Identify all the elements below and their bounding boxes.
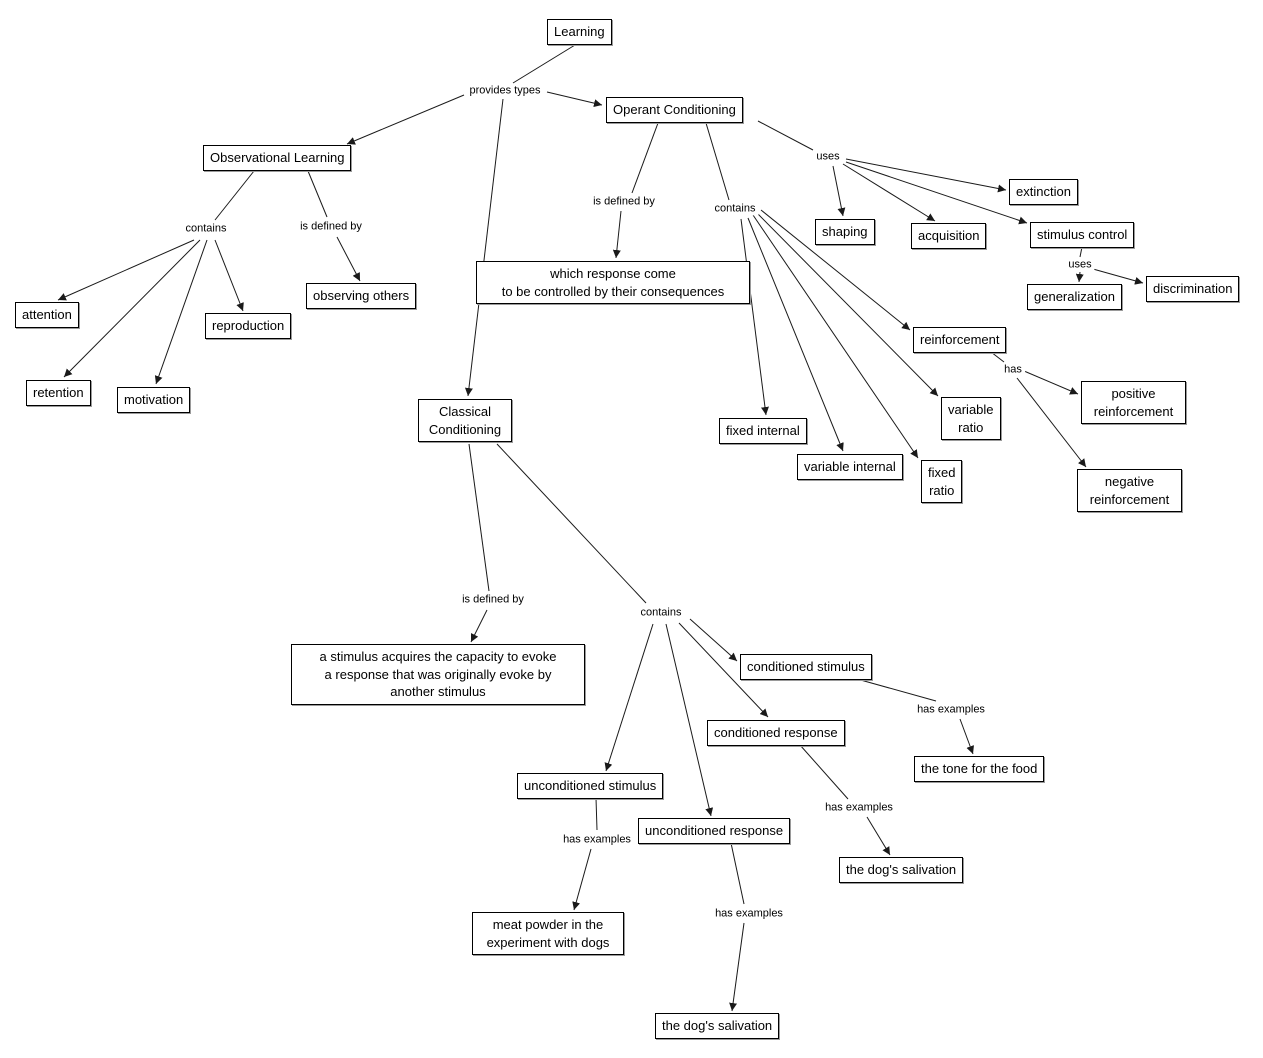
link-label-ur-has-examples[interactable]: has examples (712, 907, 786, 921)
edge-line (799, 744, 849, 800)
node-conditioned-stimulus[interactable]: conditioned stimulus (740, 654, 872, 680)
node-acquisition[interactable]: acquisition (911, 223, 987, 249)
edge-line (842, 163, 936, 222)
link-label-sc-uses[interactable]: uses (1065, 258, 1095, 272)
edge-line (990, 351, 1005, 363)
node-operant-definition[interactable]: which response come to be controlled by … (476, 261, 750, 305)
edge-line (665, 623, 714, 817)
edge-line (740, 218, 769, 416)
node-attention[interactable]: attention (15, 302, 79, 328)
link-label-cr-has-examples[interactable]: has examples (822, 801, 896, 815)
node-variable-ratio[interactable]: variable ratio (941, 397, 1001, 441)
node-operant-conditioning[interactable]: Operant Conditioning (606, 97, 743, 123)
node-observational-learning[interactable]: Observational Learning (203, 145, 352, 171)
node-stimulus-control[interactable]: stimulus control (1030, 222, 1135, 248)
edge-line (866, 816, 891, 856)
node-positive-reinforcement[interactable]: positive reinforcement (1081, 381, 1186, 425)
node-conditioned-response[interactable]: conditioned response (707, 720, 845, 746)
edge-line (747, 217, 844, 452)
edge-line (468, 443, 490, 592)
edge-line (752, 214, 919, 459)
edge-line (856, 678, 937, 702)
edge-line (845, 161, 1028, 225)
node-extinction[interactable]: extinction (1009, 179, 1078, 205)
node-variable-internal[interactable]: variable internal (797, 454, 903, 480)
edge-line (57, 239, 195, 301)
node-classical-definition[interactable]: a stimulus acquires the capacity to evok… (291, 644, 585, 705)
edge-line (612, 210, 622, 259)
edge-line (546, 91, 603, 108)
edge-line (512, 44, 576, 84)
link-label-cc-contains[interactable]: contains (637, 606, 685, 620)
edge-line (336, 236, 361, 282)
link-label-oc-contains[interactable]: contains (711, 202, 759, 216)
node-discrimination[interactable]: discrimination (1146, 276, 1240, 302)
link-label-provides-types[interactable]: provides types (466, 84, 544, 98)
link-label-ol-is-defined-by[interactable]: is defined by (297, 220, 365, 234)
edge-line (346, 94, 465, 145)
edge-line (572, 848, 592, 911)
node-reproduction[interactable]: reproduction (205, 313, 292, 339)
edge-line (845, 158, 1007, 193)
node-meat-powder[interactable]: meat powder in the experiment with dogs (472, 912, 624, 956)
node-shaping[interactable]: shaping (815, 219, 875, 245)
node-retention[interactable]: retention (26, 380, 91, 406)
node-observing-others[interactable]: observing others (306, 283, 417, 309)
edge-line (1092, 268, 1144, 285)
node-unconditioned-stimulus[interactable]: unconditioned stimulus (517, 773, 664, 799)
link-label-us-has-examples[interactable]: has examples (560, 833, 634, 847)
edge-line (154, 239, 208, 385)
edge-line (307, 170, 328, 218)
edges-from-stimulus-control (1075, 246, 1144, 285)
edge-line (214, 239, 244, 312)
node-negative-reinforcement[interactable]: negative reinforcement (1077, 469, 1182, 513)
node-generalization[interactable]: generalization (1027, 284, 1122, 310)
node-fixed-internal[interactable]: fixed internal (719, 418, 807, 444)
edge-line (1075, 271, 1084, 283)
edge-line (1023, 370, 1079, 395)
edge-line (757, 120, 814, 151)
edge-line (470, 609, 488, 643)
edge-line (729, 922, 745, 1012)
edge-line (496, 443, 647, 604)
node-dogs-salivation-ur[interactable]: the dog's salivation (655, 1013, 780, 1039)
edge-line (1079, 246, 1083, 258)
edges-from-operant-conditioning (612, 120, 1028, 459)
edge-line (756, 212, 939, 397)
node-learning[interactable]: Learning (547, 19, 612, 45)
link-label-cs-has-examples[interactable]: has examples (914, 703, 988, 717)
edge-line (464, 98, 504, 397)
edge-line (214, 170, 255, 221)
edge-line (760, 209, 911, 331)
node-tone-for-food[interactable]: the tone for the food (914, 756, 1045, 782)
edge-line (705, 122, 730, 201)
edge-line (959, 718, 974, 755)
edges-examples (572, 678, 974, 1012)
edges-from-classical-conditioning (468, 443, 769, 817)
edge-line (604, 623, 654, 772)
link-label-oc-uses[interactable]: uses (813, 150, 843, 164)
link-label-reinforcement-has[interactable]: has (1001, 363, 1025, 377)
edges-from-observational-learning (57, 170, 361, 385)
edge-line (689, 618, 738, 662)
node-classical-conditioning[interactable]: Classical Conditioning (418, 399, 512, 443)
node-dogs-salivation-cr[interactable]: the dog's salivation (839, 857, 964, 883)
link-label-oc-is-defined-by[interactable]: is defined by (590, 195, 658, 209)
edge-line (678, 622, 769, 718)
edge-line (63, 239, 201, 378)
node-reinforcement[interactable]: reinforcement (913, 327, 1007, 353)
edges-from-reinforcement (990, 351, 1087, 468)
node-unconditioned-response[interactable]: unconditioned response (638, 818, 791, 844)
edge-line (730, 842, 745, 905)
node-motivation[interactable]: motivation (117, 387, 191, 413)
edge-line (595, 797, 598, 831)
link-label-ol-contains[interactable]: contains (182, 222, 230, 236)
edge-line (1016, 377, 1087, 468)
edges-from-learning (346, 44, 603, 397)
edge-line (832, 165, 846, 217)
link-label-cc-is-defined-by[interactable]: is defined by (459, 593, 527, 607)
node-fixed-ratio[interactable]: fixed ratio (921, 460, 963, 504)
edge-line (631, 122, 659, 194)
